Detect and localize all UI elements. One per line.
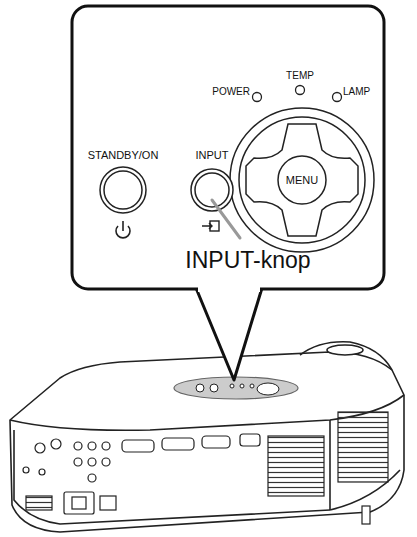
menu-button: MENU: [284, 174, 320, 187]
button-label: MENU: [286, 175, 318, 186]
indicator-label: POWER: [212, 87, 250, 97]
callout-label: INPUT-knop: [185, 249, 310, 272]
button-label: STANDBY/ON: [88, 150, 159, 161]
indicator-label: LAMP: [343, 87, 370, 97]
indicator-label: TEMP: [286, 71, 314, 81]
button-label: INPUT: [196, 150, 229, 161]
